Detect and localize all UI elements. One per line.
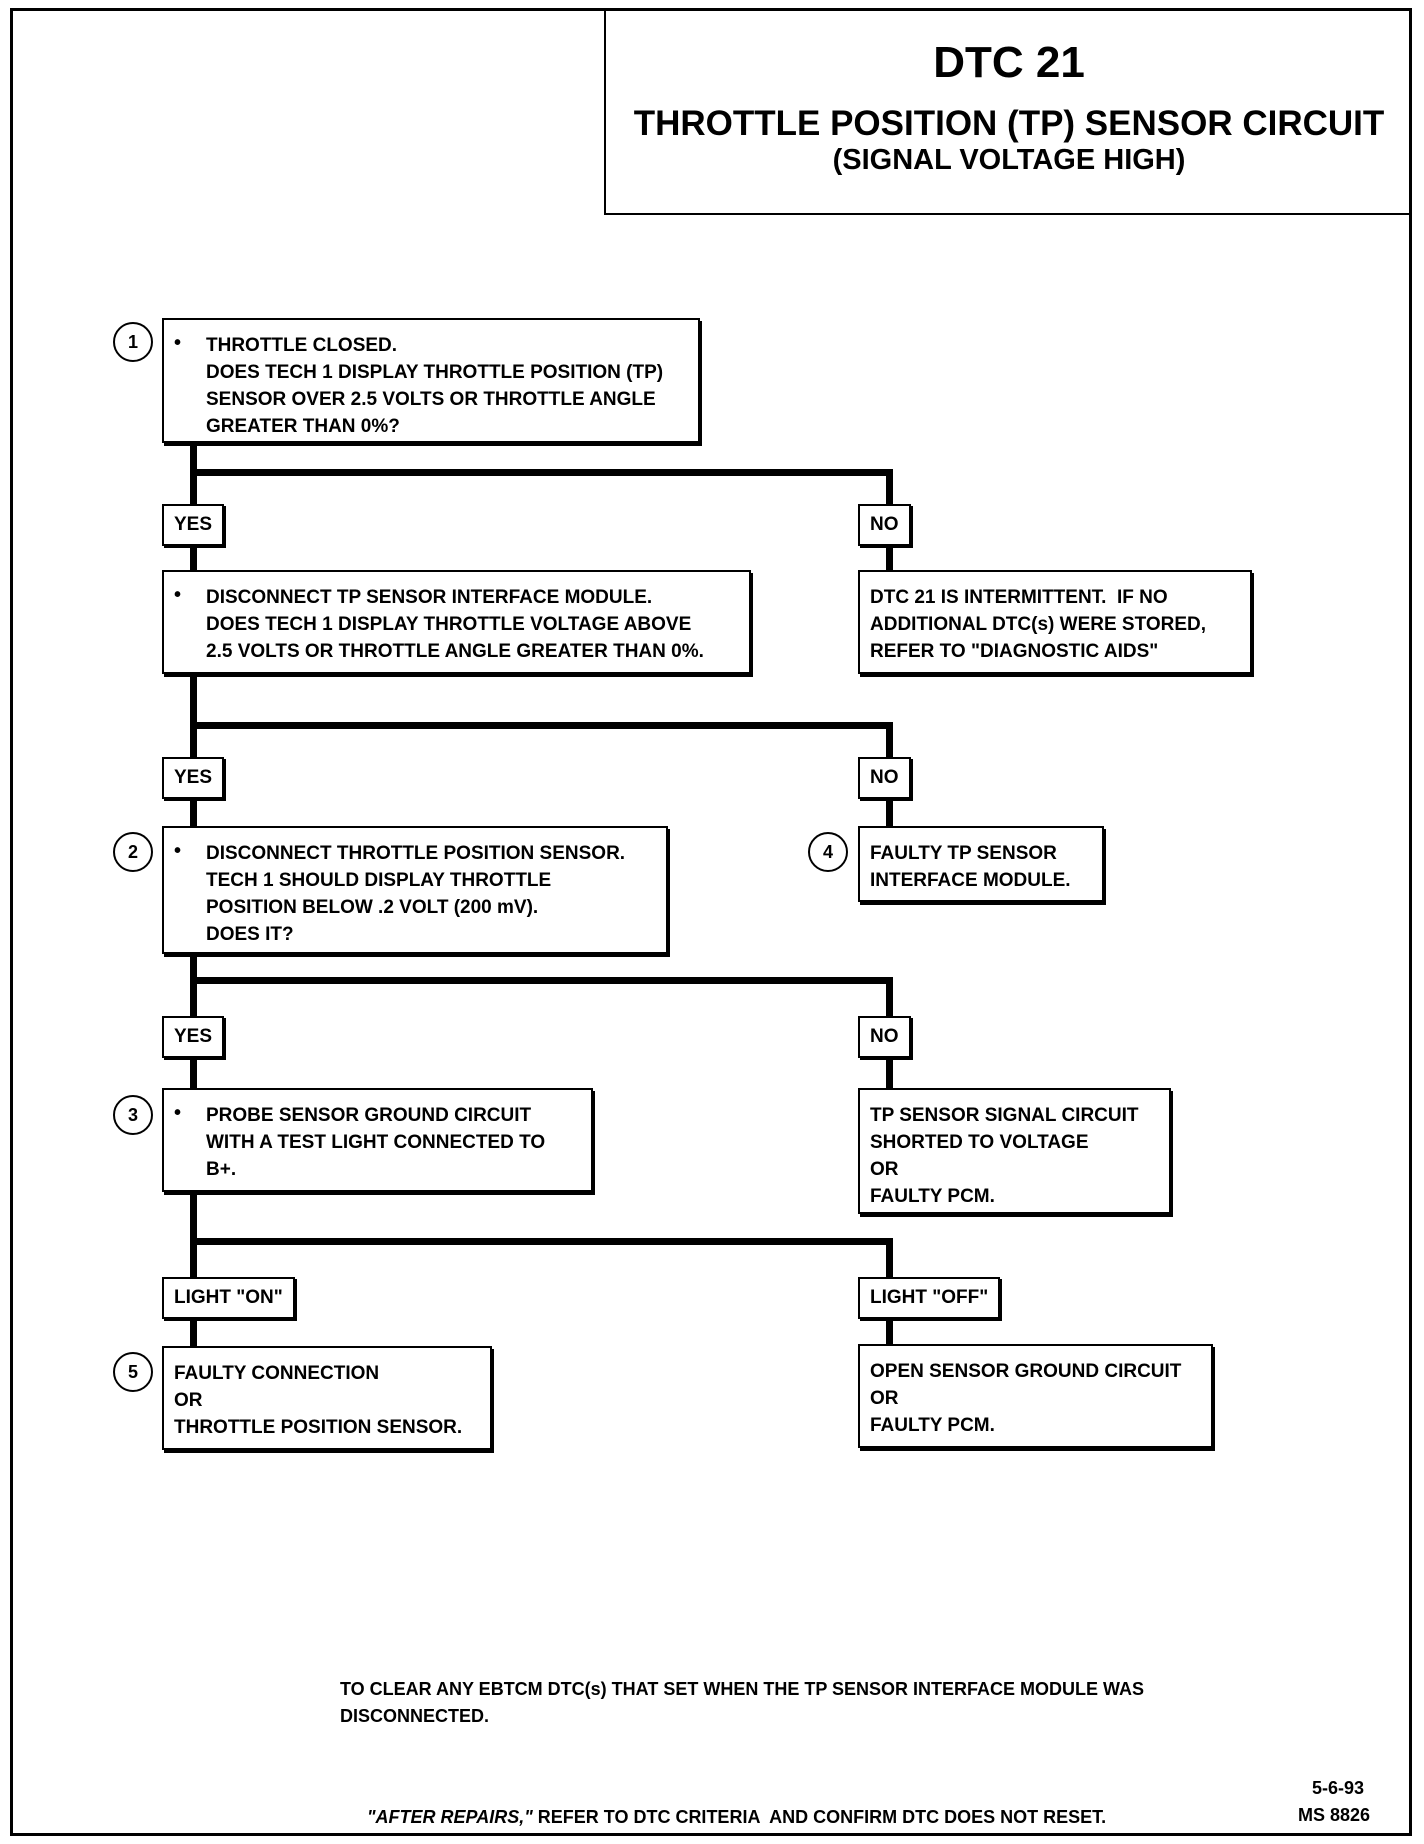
connector [190, 441, 197, 470]
diagram-subtitle: THROTTLE POSITION (TP) SENSOR CIRCUIT [633, 104, 1385, 143]
connector [190, 722, 197, 758]
bullet-icon: • [174, 332, 182, 354]
diagram-title: DTC 21 [933, 38, 1085, 87]
step-3-box: • PROBE SENSOR GROUND CIRCUIT WITH A TES… [162, 1088, 593, 1192]
yes-label: YES [162, 1016, 225, 1058]
intermittent-dtc-box: DTC 21 IS INTERMITTENT. IF NO ADDITIONAL… [858, 570, 1252, 674]
bullet-icon: • [174, 584, 182, 606]
connector [886, 543, 893, 570]
connector [190, 1190, 197, 1242]
step-number-4: 4 [808, 832, 848, 872]
connector [886, 977, 893, 1017]
after-repairs-emphasis: "AFTER REPAIRS," [367, 1807, 533, 1827]
bullet-icon: • [174, 840, 182, 862]
connector [886, 798, 893, 826]
bullet-icon: • [174, 1102, 182, 1124]
connector [190, 798, 197, 826]
no-label: NO [858, 1016, 911, 1058]
connector [190, 1318, 197, 1346]
light-off-label: LIGHT "OFF" [858, 1277, 1001, 1319]
yes-label: YES [162, 757, 225, 799]
step-number-2: 2 [113, 832, 153, 872]
no-label: NO [858, 757, 911, 799]
clear-dtc-note: TO CLEAR ANY EBTCM DTC(s) THAT SET WHEN … [340, 1679, 1145, 1726]
no-label: NO [858, 504, 911, 546]
disconnect-interface-module-box: • DISCONNECT TP SENSOR INTERFACE MODULE.… [162, 570, 751, 674]
connector [190, 977, 893, 984]
connector [190, 469, 893, 476]
step-5-box: FAULTY CONNECTION OR THROTTLE POSITION S… [162, 1346, 492, 1450]
page-frame [10, 8, 1412, 1836]
connector [886, 722, 893, 758]
step-1-text: THROTTLE CLOSED. DOES TECH 1 DISPLAY THR… [206, 335, 664, 437]
open-ground-circuit-box: OPEN SENSOR GROUND CIRCUIT OR FAULTY PCM… [858, 1344, 1213, 1448]
signal-circuit-shorted-text: TP SENSOR SIGNAL CIRCUIT SHORTED TO VOLT… [870, 1105, 1139, 1207]
connector [190, 469, 197, 505]
disconnect-interface-module-text: DISCONNECT TP SENSOR INTERFACE MODULE. D… [206, 587, 704, 662]
step-number-3: 3 [113, 1095, 153, 1135]
open-ground-circuit-text: OPEN SENSOR GROUND CIRCUIT OR FAULTY PCM… [870, 1361, 1182, 1436]
yes-label: YES [162, 504, 225, 546]
step-5-text: FAULTY CONNECTION OR THROTTLE POSITION S… [174, 1363, 463, 1438]
connector [886, 1238, 893, 1278]
title-block: DTC 21 THROTTLE POSITION (TP) SENSOR CIR… [604, 8, 1412, 215]
light-on-label: LIGHT "ON" [162, 1277, 295, 1319]
connector [190, 722, 893, 729]
step-4-text: FAULTY TP SENSOR INTERFACE MODULE. [870, 843, 1071, 891]
document-date: 5-6-93 [1312, 1778, 1365, 1798]
connector [190, 952, 197, 982]
connector [190, 977, 197, 1017]
connector [190, 1057, 197, 1088]
step-number-1: 1 [113, 322, 153, 362]
diagram-subtitle-condition: (SIGNAL VOLTAGE HIGH) [832, 144, 1186, 176]
connector [886, 1318, 893, 1344]
step-3-text: PROBE SENSOR GROUND CIRCUIT WITH A TEST … [206, 1105, 546, 1180]
connector [190, 1238, 893, 1245]
connector [886, 469, 893, 505]
after-repairs-note: "AFTER REPAIRS," REFER TO DTC CRITERIA A… [357, 1777, 1106, 1831]
after-repairs-text: REFER TO DTC CRITERIA AND CONFIRM DTC DO… [532, 1807, 1107, 1827]
step-2-box: • DISCONNECT THROTTLE POSITION SENSOR. T… [162, 826, 668, 954]
step-number-5: 5 [113, 1352, 153, 1392]
connector [886, 1057, 893, 1088]
step-2-text: DISCONNECT THROTTLE POSITION SENSOR. TEC… [206, 843, 626, 945]
signal-circuit-shorted-box: TP SENSOR SIGNAL CIRCUIT SHORTED TO VOLT… [858, 1088, 1171, 1214]
intermittent-dtc-text: DTC 21 IS INTERMITTENT. IF NO ADDITIONAL… [870, 587, 1207, 662]
connector [190, 1238, 197, 1278]
connector [190, 543, 197, 570]
step-4-box: FAULTY TP SENSOR INTERFACE MODULE. [858, 826, 1104, 902]
document-code: MS 8826 [1298, 1805, 1371, 1825]
step-1-box: • THROTTLE CLOSED. DOES TECH 1 DISPLAY T… [162, 318, 700, 443]
connector [190, 672, 197, 726]
